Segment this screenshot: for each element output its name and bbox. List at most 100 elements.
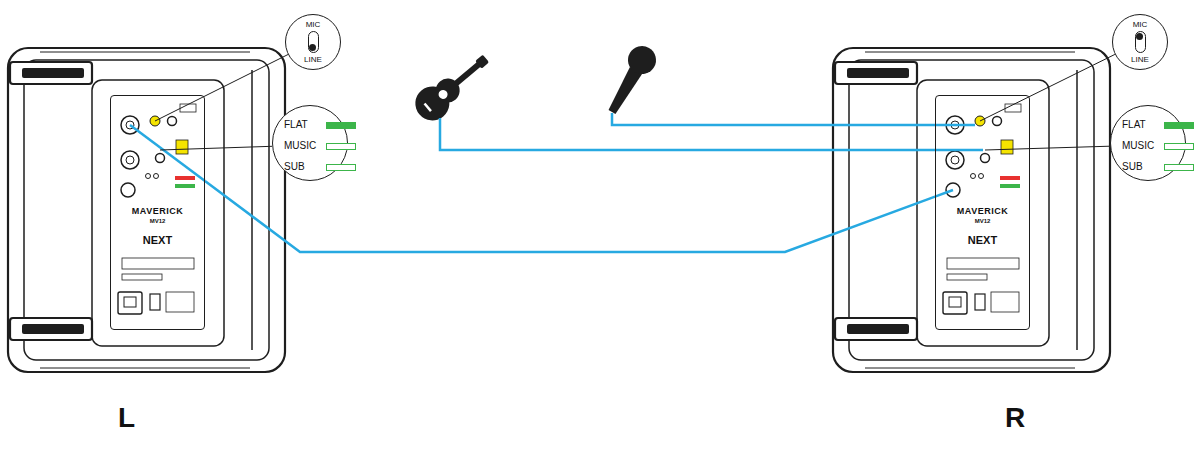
- leader-stub: [155, 96, 205, 121]
- speaker-body: [833, 48, 1110, 372]
- guitar-cable: [440, 118, 983, 150]
- eq-mode-led: [1164, 164, 1194, 171]
- eq-mode-led: [326, 164, 356, 171]
- leader-line: [205, 55, 288, 97]
- rating-box: [947, 274, 987, 280]
- switch-label: MIC: [306, 20, 321, 29]
- volume-knob: [156, 154, 165, 163]
- microphone-icon: [600, 41, 661, 119]
- power-inlet: [118, 292, 142, 314]
- volume-knob: [993, 117, 1002, 126]
- warning-strip: [122, 258, 194, 269]
- model-name: MV12: [936, 218, 1029, 224]
- switch-label: MIC: [1133, 20, 1148, 29]
- power-inlet-core: [949, 297, 961, 307]
- speaker-outline: [833, 48, 1110, 372]
- led-strip: [175, 176, 195, 180]
- speaker-inner-outline: [849, 60, 1094, 360]
- combo-jack: [121, 151, 139, 169]
- panel-surround: [92, 80, 224, 346]
- panel-ground: [935, 95, 1030, 330]
- speaker-side-label: L: [118, 402, 135, 434]
- switch-lever: [309, 44, 316, 51]
- eq-indicator: [1001, 140, 1013, 154]
- eq-callout: FLAT MUSIC SUB: [1110, 103, 1198, 183]
- mic-cable: [612, 113, 975, 125]
- power-inlet: [943, 292, 967, 314]
- eq-mode-label: SUB: [1122, 161, 1143, 173]
- combo-jack: [946, 151, 964, 169]
- eq-callout: FLATMUSICSUB: [272, 103, 370, 183]
- model-name: MV12: [111, 218, 204, 224]
- handle-grip: [22, 324, 84, 334]
- side-rim: [1076, 70, 1078, 350]
- eq-mode-led: [1164, 143, 1194, 150]
- combo-jack-core: [951, 156, 959, 164]
- eq-mode-led: [326, 122, 356, 129]
- guitar-body: [431, 74, 465, 108]
- cable-stub: [935, 190, 953, 197]
- eq-mode-label: MUSIC: [284, 140, 316, 152]
- led-strip: [1000, 184, 1020, 188]
- top-rim: [40, 52, 250, 53]
- brand-logo: NEXT: [111, 234, 204, 246]
- led-strip: [1000, 176, 1020, 180]
- power-inlet-core: [124, 297, 136, 307]
- leader-line: [1030, 146, 1110, 148]
- handle: [10, 318, 92, 340]
- speaker-side-label: R: [1005, 402, 1025, 434]
- rear-panel: MAVERICK MV12NEXT: [110, 95, 205, 330]
- brand-logo: NEXT: [936, 234, 1029, 246]
- eq-mode-label: FLAT: [1122, 119, 1146, 131]
- compliance-marks: [166, 292, 194, 312]
- led: [979, 174, 984, 179]
- rating-box: [122, 274, 162, 280]
- panel-surround: [917, 80, 1049, 346]
- led-strip: [175, 184, 195, 188]
- guitar-icon: [408, 45, 497, 127]
- handle: [10, 62, 92, 84]
- power-switch: [150, 294, 160, 310]
- volume-knob: [168, 117, 177, 126]
- sound-hole: [437, 88, 450, 101]
- rear-panel: MAVERICK MV12NEXT: [935, 95, 1030, 330]
- bt-button: [180, 104, 196, 112]
- volume-knob: [981, 154, 990, 163]
- led: [971, 174, 976, 179]
- mic-handle: [606, 67, 642, 116]
- switch-label: LINE: [1131, 55, 1149, 64]
- handle-grip: [847, 324, 909, 334]
- leader-stub: [985, 149, 1030, 150]
- panel-ground: [110, 95, 205, 330]
- bottom-rim: [40, 368, 250, 369]
- handle-grip: [22, 68, 84, 78]
- bridge: [425, 103, 431, 111]
- xlr-output: [121, 183, 135, 197]
- brand-name: MAVERICK: [936, 206, 1029, 216]
- led: [154, 174, 159, 179]
- eq-indicator: [176, 140, 188, 154]
- power-switch: [975, 294, 985, 310]
- switch-symbol: [1135, 31, 1146, 53]
- combo-jack-core: [126, 156, 134, 164]
- leader-line: [1030, 54, 1115, 96]
- eq-mode-label: MUSIC: [1122, 140, 1154, 152]
- switch-label: LINE: [304, 55, 322, 64]
- led: [146, 174, 151, 179]
- brand-name: MAVERICK: [111, 206, 204, 216]
- mic-head: [623, 41, 661, 79]
- mic-line-callout: MIC LINE: [1112, 14, 1168, 70]
- leader-stub: [980, 96, 1030, 121]
- guitar-head: [475, 55, 489, 69]
- side-rim: [251, 70, 253, 350]
- top-rim: [865, 52, 1075, 53]
- handle: [835, 318, 917, 340]
- compliance-marks: [991, 292, 1019, 312]
- switch-lever: [1136, 33, 1143, 40]
- leader-line: [205, 146, 272, 148]
- switch-symbol: [308, 31, 319, 53]
- handle-grip: [847, 68, 909, 78]
- eq-mode-led: [326, 143, 356, 150]
